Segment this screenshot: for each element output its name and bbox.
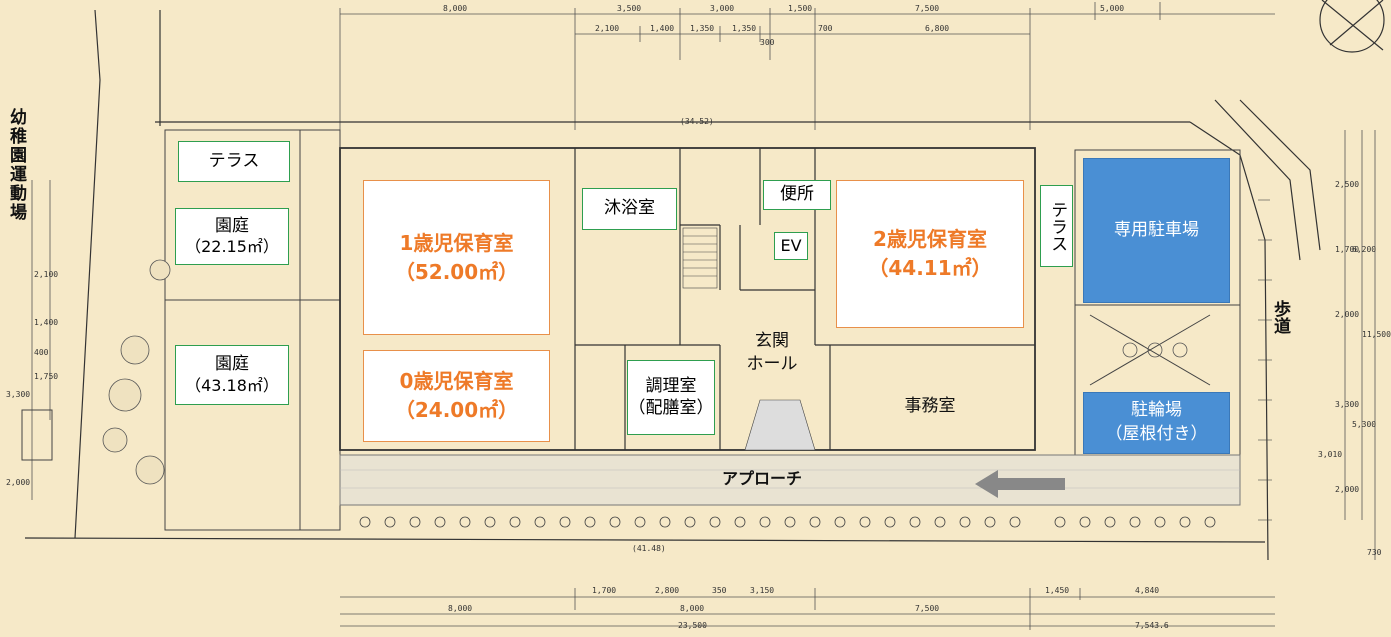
- dim-top-700: 700: [818, 24, 833, 33]
- dim-left-400: 400: [34, 348, 49, 357]
- entrance-hall-line1: 玄関: [755, 331, 789, 351]
- dim-top-1350b: 1,350: [732, 24, 757, 33]
- kitchen-name: 調理室: [645, 376, 697, 397]
- kindergarten-playground-label: 幼稚園運動場: [5, 108, 26, 222]
- dim-right-2000a: 2,000: [1335, 310, 1360, 319]
- dim-right-2500: 2,500: [1335, 180, 1360, 189]
- garden-2-name: 園庭: [215, 354, 249, 375]
- dim-bottom-2800: 2,800: [655, 586, 680, 595]
- dim-bottom-8000b: 8,000: [680, 604, 705, 613]
- room-age0-name: 0歳児保育室: [399, 369, 514, 393]
- dim-right-11500: 11,500: [1362, 330, 1391, 339]
- bath-room: 沐浴室: [582, 188, 677, 230]
- dim-right-5300: 5,300: [1352, 420, 1377, 429]
- dim-bottom-1700: 1,700: [592, 586, 617, 595]
- garden-1-name: 園庭: [215, 215, 249, 236]
- kitchen: 調理室 （配膳室）: [627, 360, 715, 435]
- room-age2-name: 2歳児保育室: [873, 227, 987, 251]
- dim-top-1350a: 1,350: [690, 24, 715, 33]
- kitchen-sub: （配膳室）: [628, 397, 714, 418]
- dim-bottom-7543: 7,543.6: [1135, 621, 1169, 630]
- dim-bottom-8000a: 8,000: [448, 604, 473, 613]
- room-age0: 0歳児保育室 （24.00㎡）: [363, 350, 550, 442]
- dim-right-3300: 3,300: [1335, 400, 1360, 409]
- entrance-hall-label: 玄関 ホール: [732, 330, 812, 376]
- terrace-right-label: テラス: [1047, 200, 1068, 252]
- garden-1-area: （22.15㎡）: [185, 237, 279, 257]
- bicycle-parking-name: 駐輪場: [1131, 400, 1182, 421]
- dim-bottom-3150: 3,150: [750, 586, 775, 595]
- room-age0-area: （24.00㎡）: [394, 398, 519, 422]
- dim-bottom-7500: 7,500: [915, 604, 940, 613]
- dim-left-2000: 2,000: [6, 478, 31, 487]
- dim-top-1500: 1,500: [788, 4, 813, 13]
- dim-top-3000: 3,000: [710, 4, 735, 13]
- terrace-left: テラス: [178, 141, 290, 182]
- room-age1-area: （52.00㎡）: [394, 259, 519, 284]
- dim-boundary-bottom: (41.48): [632, 544, 666, 553]
- toilet: 便所: [763, 180, 831, 210]
- elevator-label: EV: [780, 236, 802, 255]
- garden-2-area: （43.18㎡）: [185, 375, 279, 395]
- sidewalk-label: 歩道: [1269, 300, 1290, 334]
- parking-lot-label: 専用駐車場: [1114, 219, 1199, 240]
- dim-top-1400: 1,400: [650, 24, 675, 33]
- dim-bottom-350: 350: [712, 586, 727, 595]
- office-label: 事務室: [904, 396, 956, 416]
- dim-top-5000: 5,000: [1100, 4, 1125, 13]
- dim-right-1700: 1,700: [1335, 245, 1360, 254]
- dim-left-3300: 3,300: [6, 390, 31, 399]
- bicycle-parking: 駐輪場 （屋根付き）: [1083, 392, 1230, 454]
- dim-bottom-1450: 1,450: [1045, 586, 1070, 595]
- room-age2-area: （44.11㎡）: [868, 256, 992, 280]
- bicycle-parking-sub: （屋根付き）: [1105, 424, 1208, 444]
- approach-arrow-icon: [975, 470, 1065, 498]
- dim-top-300: 300: [760, 38, 775, 47]
- dim-right-3010: 3,010: [1318, 450, 1343, 459]
- dim-top-6800: 6,800: [925, 24, 950, 33]
- entrance-hall-line2: ホール: [746, 353, 798, 374]
- dim-top-2100: 2,100: [595, 24, 620, 33]
- dim-top-3500: 3,500: [617, 4, 642, 13]
- dim-corner-730: 730: [1367, 548, 1382, 557]
- dim-left-1750: 1,750: [34, 372, 59, 381]
- dim-top-7500: 7,500: [915, 4, 940, 13]
- elevator: EV: [774, 232, 808, 260]
- dim-top-8000: 8,000: [443, 4, 468, 13]
- garden-1: 園庭 （22.15㎡）: [175, 208, 289, 265]
- dim-right-6200: 6,200: [1352, 245, 1377, 254]
- dim-bottom-4840: 4,840: [1135, 586, 1160, 595]
- terrace-left-label: テラス: [208, 150, 260, 171]
- bath-room-label: 沐浴室: [604, 198, 655, 219]
- room-age2: 2歳児保育室 （44.11㎡）: [836, 180, 1024, 328]
- dim-left-1400: 1,400: [34, 318, 59, 327]
- parking-lot: 専用駐車場: [1083, 158, 1230, 303]
- garden-2: 園庭 （43.18㎡）: [175, 345, 289, 405]
- dim-boundary-top: (34.52): [680, 117, 714, 126]
- toilet-label: 便所: [780, 184, 814, 205]
- room-age1-name: 1歳児保育室: [399, 230, 514, 255]
- room-age1: 1歳児保育室 （52.00㎡）: [363, 180, 550, 335]
- dim-right-2000b: 2,000: [1335, 485, 1360, 494]
- approach-label: アプローチ: [722, 469, 803, 488]
- dim-bottom-23500: 23,500: [678, 621, 707, 630]
- dim-left-2100: 2,100: [34, 270, 59, 279]
- terrace-right: テラス: [1040, 185, 1073, 267]
